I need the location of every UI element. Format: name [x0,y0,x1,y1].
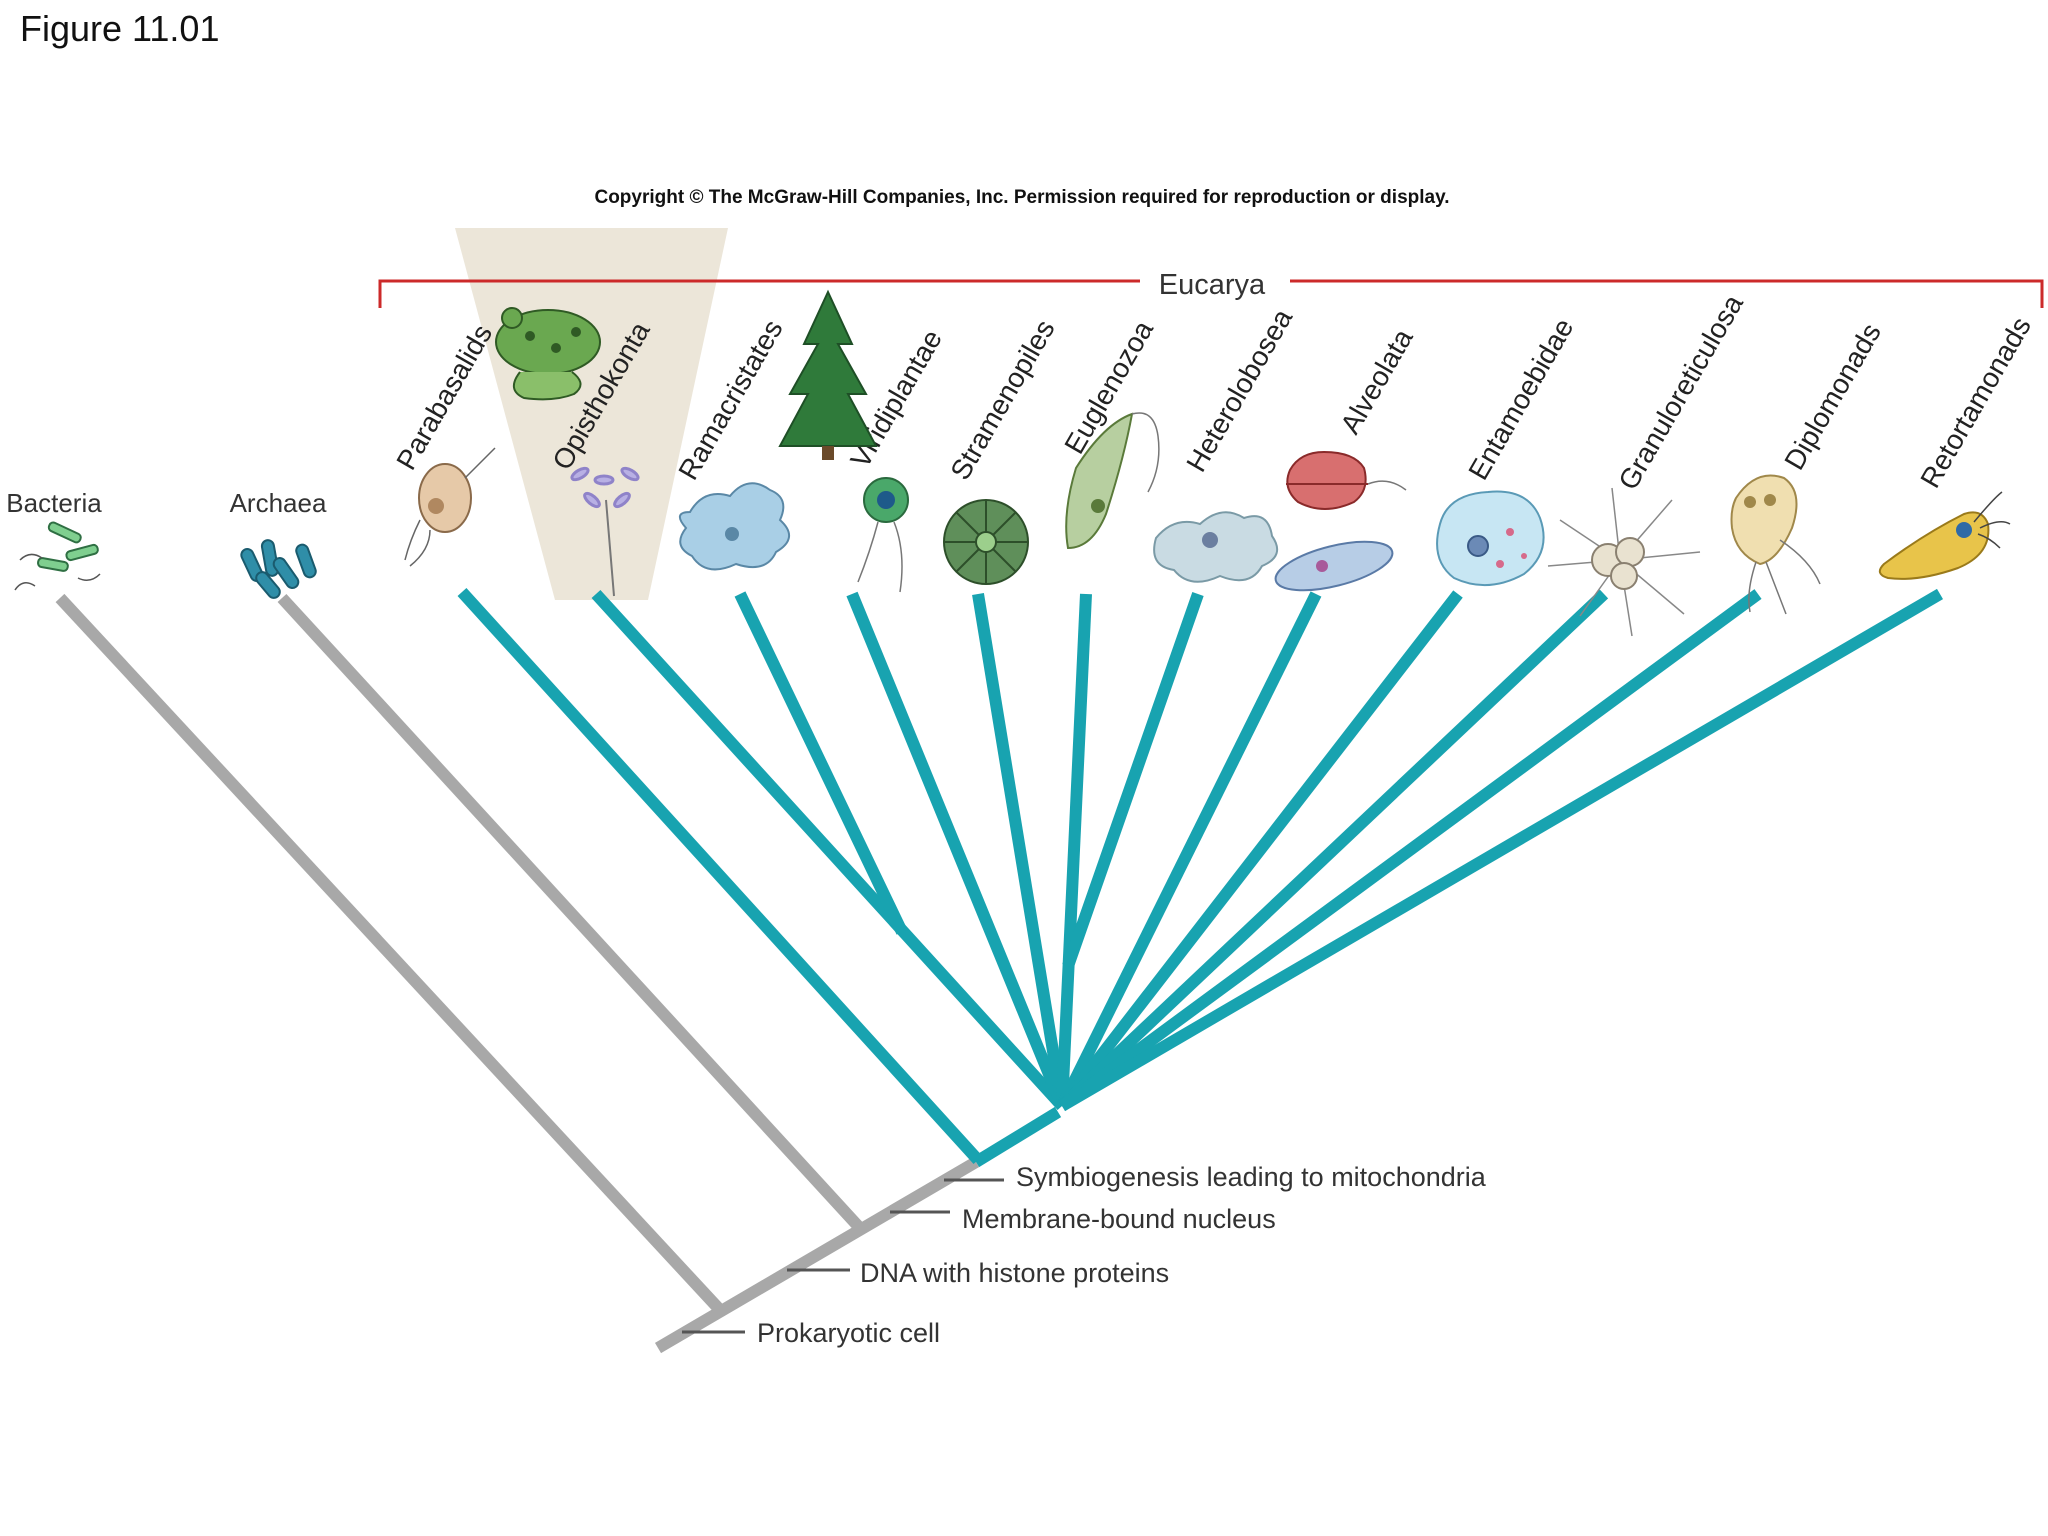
diatom-icon [943,499,1029,585]
event-nucleus: Membrane-bound nucleus [962,1204,1276,1234]
eucarya-label: Eucarya [1159,269,1266,301]
branch-stramenopiles [972,593,1068,1107]
eukaryote-branches [457,587,1944,1168]
domain-bacteria-label: Bacteria [6,488,102,518]
branch-entamoebidae [1057,590,1463,1110]
prokaryote-branches [55,593,980,1354]
pine-tree-and-green-alga-icon [778,289,909,593]
eucarya-bracket [378,279,2044,308]
eukaryote-stem [972,1106,1062,1168]
branch-euglenozoa [1056,593,1092,1107]
foraminifera-icon [1547,487,1701,637]
clade-label-parabasalids: Parabasalids [390,319,498,475]
clade-label-alveolata: Alveolata [1334,323,1419,439]
branch-ramacristates [734,591,908,935]
entamoeba-icon [1436,490,1545,587]
clade-label-stramenopiles: Stramenopiles [944,314,1060,485]
domain-archaea-label: Archaea [230,488,327,518]
retortamonad-icon [1878,491,2011,580]
clade-label-diplomonads: Diplomonads [1778,318,1887,475]
branch-alveolata [1056,591,1322,1109]
dinoflagellate-and-paramecium-icon [1274,450,1407,592]
rod-bacteria-icon [14,521,101,591]
archaea-branch [277,593,863,1231]
branch-granuloreticulosa [1057,589,1609,1111]
stem-branch [654,1156,980,1354]
rod-archaea-icon [240,539,317,599]
clade-label-entamoebidae: Entamoebidae [1462,313,1579,485]
frog-and-choanoflagellate-icon [495,307,640,597]
parabasalid-icon [404,447,496,567]
figure-title: Figure 11.01 [20,8,220,49]
branch-parabasalids [457,587,983,1165]
branch-retortamonads [1058,588,1944,1112]
event-histone-dna: DNA with histone proteins [860,1258,1169,1288]
clade-label-granuloreticulosa: Granuloreticulosa [1612,289,1749,495]
branch-opisthokonta [591,589,1067,1111]
clade-label-viridiplantae: Viridiplantae [844,324,948,473]
copyright-notice: Copyright © The McGraw-Hill Companies, I… [594,187,1449,208]
amoeboflagellate-icon [1153,511,1279,583]
clade-label-heterolobosea: Heterolobosea [1180,303,1298,477]
euglena-icon [1065,412,1160,550]
branch-diplomonads [1058,589,1762,1111]
clade-label-retortamonads: Retortamonads [1914,312,2037,493]
branch-viridiplantae [846,591,1068,1109]
event-ticks [682,1178,1004,1334]
event-mitochondria: Symbiogenesis leading to mitochondria [1016,1162,1487,1192]
giardia-icon [1730,474,1821,615]
bacteria-branch [55,593,725,1315]
branch-heterolobosea [1062,592,1204,968]
event-prokaryotic-cell: Prokaryotic cell [757,1318,940,1348]
amoeba-icon [679,482,790,571]
